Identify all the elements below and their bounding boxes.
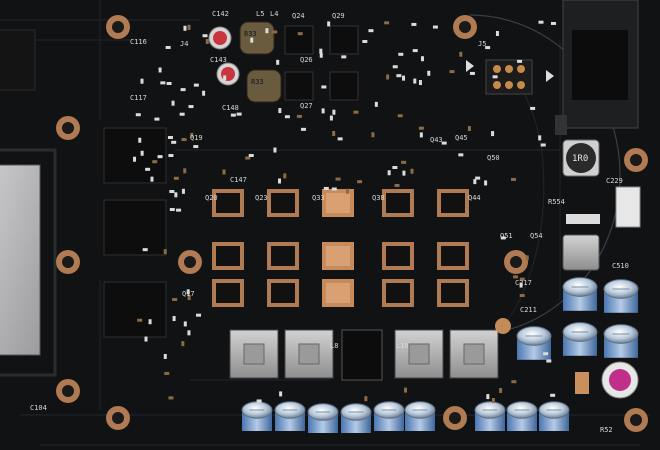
mosfet: [212, 279, 244, 307]
inductor-small: [562, 234, 600, 271]
electrolytic-cap-red: [208, 26, 232, 50]
silkscreen-label: Q44: [468, 194, 481, 202]
silkscreen-label: Q26: [300, 56, 313, 64]
silkscreen-label: C117: [130, 94, 147, 102]
silkscreen-label: Q20: [205, 194, 218, 202]
choke-label: 1R0: [572, 154, 588, 164]
silkscreen-label: R52: [600, 426, 613, 434]
inductor-label: R33: [244, 30, 257, 38]
power-connector: [555, 0, 639, 135]
silkscreen-label: J5: [478, 40, 486, 48]
silkscreen-label: Q19: [190, 134, 203, 142]
mosfet: [212, 242, 244, 270]
crystal: [615, 186, 641, 228]
choke: [229, 329, 279, 379]
mosfet: [267, 242, 299, 270]
electrolytic-cap-red: [216, 62, 240, 86]
silkscreen-label: Q38: [372, 194, 385, 202]
mosfet: [382, 279, 414, 307]
mosfet: [437, 242, 469, 270]
mosfet: [382, 189, 414, 217]
solid-capacitor: [307, 403, 339, 433]
silkscreen-label: C217: [515, 279, 532, 287]
solid-capacitor: [538, 401, 570, 431]
top-mosfets: [284, 25, 359, 101]
solid-capacitor: [516, 326, 552, 360]
inductor-r33: R33 R33: [239, 21, 282, 103]
mosfet: [322, 189, 354, 217]
silkscreen-label: J4: [180, 40, 188, 48]
resistor-bar: [566, 214, 600, 224]
silkscreen-label: L10: [396, 342, 409, 350]
solid-capacitor: [506, 401, 538, 431]
choke-1r0: 1R0: [562, 139, 600, 177]
smd-components: [133, 20, 556, 404]
silkscreen-label: L4: [270, 10, 278, 18]
silkscreen-label: C211: [520, 306, 537, 314]
solid-capacitor: [373, 401, 405, 431]
silkscreen-label: Q24: [292, 12, 305, 20]
gpu-substrate-edge: [0, 148, 57, 377]
silkscreen-label: C147: [230, 176, 247, 184]
silkscreen-label: C116: [130, 38, 147, 46]
silkscreen-label: C229: [606, 177, 623, 185]
cap-magenta: [601, 361, 639, 399]
silkscreen-label: Q29: [332, 12, 345, 20]
silkscreen-label: C142: [212, 10, 229, 18]
solid-capacitor: [340, 403, 372, 433]
silkscreen-label: C104: [30, 404, 47, 412]
memory-chips: [103, 127, 167, 338]
solid-capacitor: [404, 401, 436, 431]
silkscreen-label: L8: [330, 342, 338, 350]
gpu-heatspreader: [0, 164, 41, 356]
silkscreen-label: C143: [210, 56, 227, 64]
mosfet: [437, 279, 469, 307]
silkscreen-label: Q27: [300, 102, 313, 110]
mosfet: [267, 279, 299, 307]
cooler-outline-arc: [469, 14, 621, 336]
silkscreen-label: Q33: [312, 194, 325, 202]
inductor-label: R33: [251, 78, 264, 86]
mosfet: [382, 242, 414, 270]
solid-caps-bottom: [241, 401, 570, 433]
silkscreen-label: Q54: [530, 232, 543, 240]
solid-capacitor: [562, 322, 598, 356]
solid-capacitor: [603, 324, 639, 358]
vrm-mosfet-array: [212, 189, 469, 307]
vrm-chokes: [229, 329, 499, 381]
memory-chip: [0, 29, 36, 91]
solid-capacitor: [474, 401, 506, 431]
silkscreen-label: R554: [548, 198, 565, 206]
choke: [449, 329, 499, 379]
choke: [394, 329, 444, 379]
mounting-holes: [56, 15, 648, 432]
silkscreen-label: C510: [612, 262, 629, 270]
silkscreen-label: Q51: [500, 232, 513, 240]
mosfet: [322, 242, 354, 270]
cap-brown-rect: [575, 372, 589, 394]
solid-caps-right: [516, 277, 639, 360]
solid-capacitor: [241, 401, 273, 431]
fan-header: [466, 59, 554, 95]
silkscreen-label: Q43: [430, 136, 443, 144]
mosfet: [437, 189, 469, 217]
silkscreen-label: L5: [256, 10, 264, 18]
silkscreen-label: C148: [222, 104, 239, 112]
solid-capacitor: [274, 401, 306, 431]
mosfet: [267, 189, 299, 217]
silkscreen-label: Q23: [255, 194, 268, 202]
silkscreen-label: Q50: [487, 154, 500, 162]
mosfet: [322, 279, 354, 307]
silkscreen-label: Q17: [182, 290, 195, 298]
solid-capacitor: [603, 279, 639, 313]
silkscreen-label: Q45: [455, 134, 468, 142]
cap-brown: [495, 318, 511, 334]
choke-slot: [341, 329, 383, 381]
solid-capacitor: [562, 277, 598, 311]
mosfet: [212, 189, 244, 217]
choke: [284, 329, 334, 379]
